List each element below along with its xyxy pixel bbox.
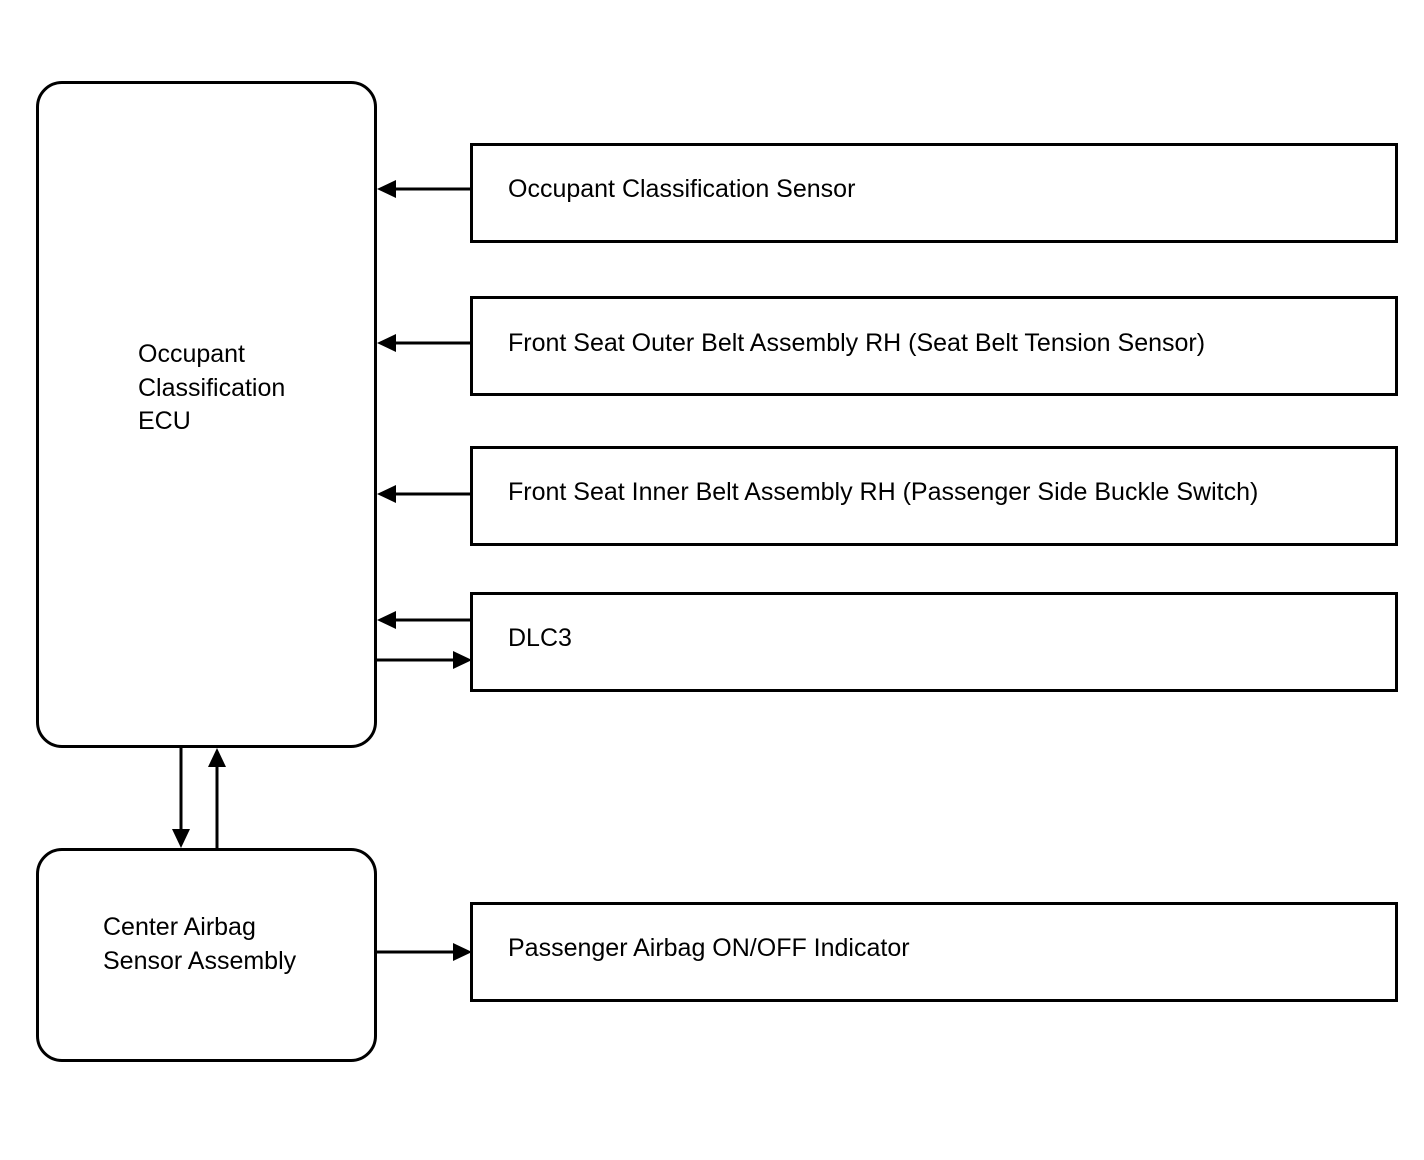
occupant-classification-ecu-label: Occupant Classification ECU [138,338,285,439]
passenger-airbag-indicator-label: Passenger Airbag ON/OFF Indicator [508,934,910,962]
arrowhead-inner-belt-to-ecu [377,485,396,503]
occupant-classification-sensor-label: Occupant Classification Sensor [508,175,856,203]
arrowhead-outer-belt-to-ecu [377,334,396,352]
front-seat-inner-belt-label: Front Seat Inner Belt Assembly RH (Passe… [508,478,1259,506]
occupant-classification-ecu-block [36,81,377,748]
passenger-airbag-indicator-block [470,902,1398,1002]
arrowhead-airbag-sensor-to-ecu [208,748,226,767]
front-seat-outer-belt-block [470,296,1398,396]
center-airbag-sensor-assembly-block [36,848,377,1062]
front-seat-inner-belt-block [470,446,1398,546]
arrowhead-sensor-to-ecu [377,180,396,198]
ecu-label-line-3: ECU [138,407,191,435]
airbag-sensor-label-line-2: Sensor Assembly [103,946,297,975]
dlc3-label: DLC3 [508,624,572,652]
ecu-label-line-2: Classification [138,373,286,402]
ecu-label-line-1: Occupant [138,340,246,368]
arrowhead-dlc3-to-ecu [377,611,396,629]
dlc3-block [470,592,1398,692]
center-airbag-sensor-assembly-label: Center Airbag Sensor Assembly [103,911,296,978]
front-seat-outer-belt-label: Front Seat Outer Belt Assembly RH (Seat … [508,329,1206,357]
occupant-classification-sensor-block [470,143,1398,243]
airbag-sensor-label-line-1: Center Airbag [103,913,256,941]
arrowhead-ecu-to-airbag-sensor [172,829,190,848]
